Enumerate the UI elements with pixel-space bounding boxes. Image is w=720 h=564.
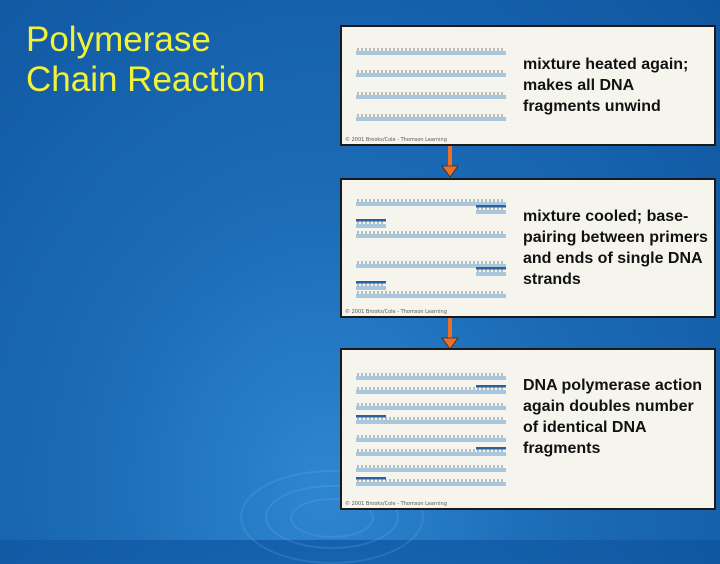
dna-strand xyxy=(476,205,506,214)
step-panel-anneal: mixture cooled; base-pairing between pri… xyxy=(340,178,716,318)
primer xyxy=(356,415,386,418)
dna-strand xyxy=(356,70,506,77)
dna-strand xyxy=(356,373,506,380)
image-credit: © 2001 Brooks/Cole - Thomson Learning xyxy=(345,309,447,315)
image-credit: © 2001 Brooks/Cole - Thomson Learning xyxy=(345,137,447,143)
primer xyxy=(476,385,506,388)
background-swirl xyxy=(290,498,374,538)
primer xyxy=(476,205,506,208)
dna-strand xyxy=(356,449,506,456)
primer xyxy=(476,267,506,270)
dna-strand xyxy=(356,435,506,442)
primer xyxy=(476,447,506,450)
dna-strand xyxy=(356,479,506,486)
dna-strand xyxy=(356,387,506,394)
primer xyxy=(356,281,386,284)
step-panel-extend: DNA polymerase action again doubles numb… xyxy=(340,348,716,510)
dna-strand xyxy=(476,267,506,276)
slide-title: Polymerase Chain Reaction xyxy=(26,20,266,99)
step-description: mixture heated again; makes all DNA frag… xyxy=(523,56,689,115)
dna-strand xyxy=(356,261,506,268)
image-credit: © 2001 Brooks/Cole - Thomson Learning xyxy=(345,501,447,507)
dna-strand xyxy=(356,48,506,55)
primer xyxy=(356,477,386,480)
dna-strand xyxy=(356,417,506,424)
step-description: mixture cooled; base-pairing between pri… xyxy=(523,208,708,288)
dna-strand xyxy=(356,219,386,228)
dna-strands-diagram xyxy=(356,48,506,121)
primer xyxy=(356,219,386,222)
dna-strand xyxy=(356,114,506,121)
down-arrow-icon xyxy=(441,318,459,350)
dna-strand xyxy=(356,231,506,238)
dna-fragments-diagram xyxy=(356,373,506,486)
dna-primer-diagram xyxy=(356,199,506,298)
step-panel-unwind: mixture heated again; makes all DNA frag… xyxy=(340,25,716,146)
down-arrow-icon xyxy=(441,146,459,178)
dna-strand xyxy=(356,281,386,290)
dna-strand xyxy=(356,403,506,410)
dna-strand xyxy=(356,465,506,472)
dna-strand xyxy=(356,199,506,206)
dna-strand xyxy=(356,291,506,298)
step-description: DNA polymerase action again doubles numb… xyxy=(523,377,703,457)
dna-strand xyxy=(356,92,506,99)
